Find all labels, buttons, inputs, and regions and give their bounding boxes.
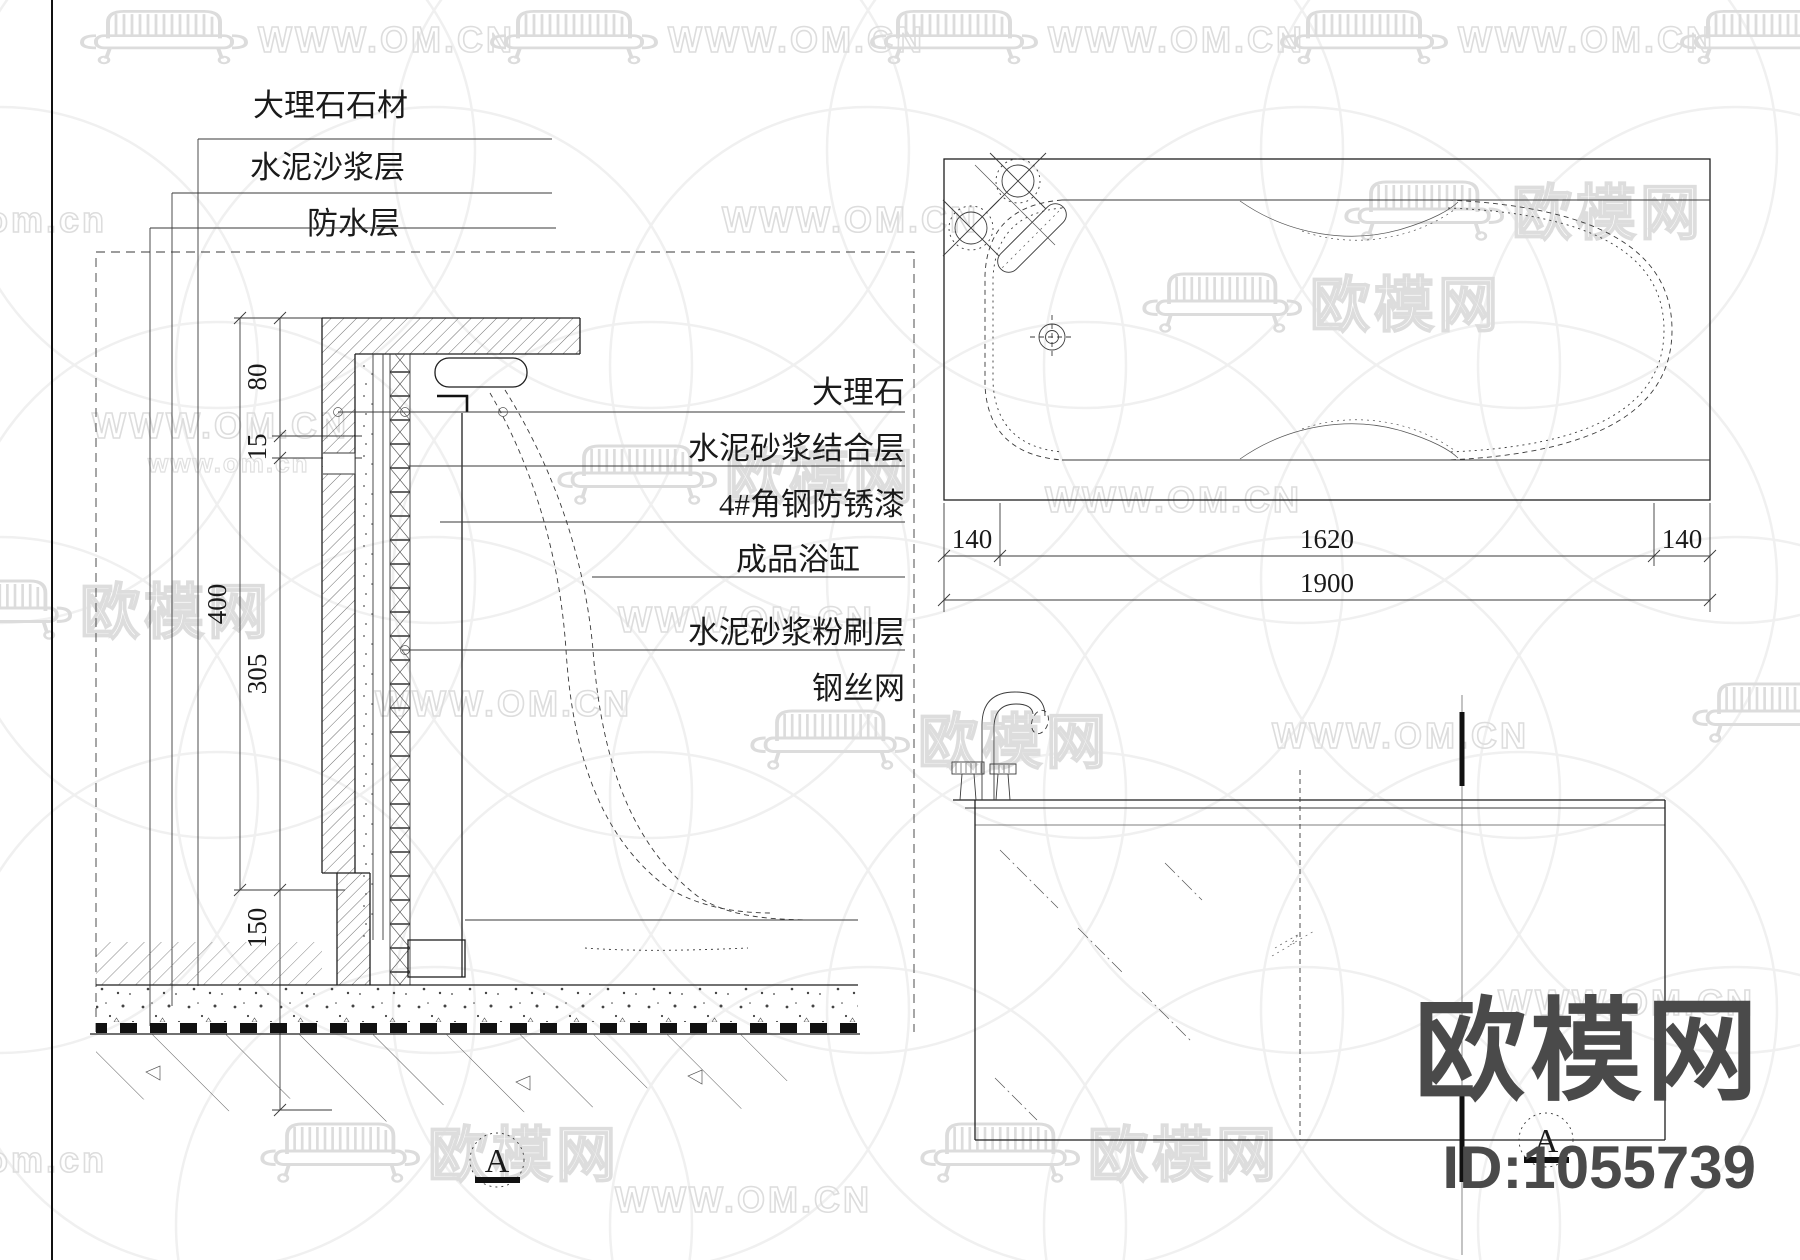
watermark-item: 欧模网 <box>557 443 917 512</box>
label-finished-bathtub: 成品浴缸 <box>736 542 860 577</box>
watermark-item: 欧模网 <box>1142 271 1502 340</box>
sofa-icon <box>80 9 248 66</box>
dim-80: 80 <box>242 364 272 391</box>
detail-boundary <box>95 251 915 1032</box>
svg-text:欧模网: 欧模网 <box>918 709 1110 776</box>
site-branding: 欧模网 ID:1055739 <box>1414 989 1762 1201</box>
svg-text:WWW.OM.CN: WWW.OM.CN <box>375 683 632 724</box>
bathtub-plan-view: 140 1620 140 1900 <box>937 152 1717 612</box>
svg-text:www.om.cn: www.om.cn <box>147 448 310 478</box>
watermark-brand: 欧模网 <box>1512 180 1704 247</box>
sofa-icon <box>0 579 73 641</box>
plan-dim-140-left: 140 <box>952 524 993 554</box>
svg-text:欧模网: 欧模网 <box>428 1122 620 1189</box>
label-cement-mortar-layer: 水泥沙浆层 <box>250 150 405 185</box>
svg-text:WWW.OM.CN: WWW.OM.CN <box>668 19 925 60</box>
site-logo: 欧模网 <box>1414 989 1762 1114</box>
dim-150: 150 <box>242 908 272 949</box>
plan-drain <box>1030 315 1074 359</box>
svg-text:欧模网: 欧模网 <box>725 444 917 511</box>
watermark-item: 欧模网 <box>260 1121 620 1190</box>
sofa-icon <box>920 1122 1080 1184</box>
detail-mark-a-left: A <box>469 1132 525 1188</box>
plan-dimensions: 140 1620 140 1900 <box>937 503 1717 612</box>
label-waterproof-layer: 防水层 <box>307 206 400 241</box>
svg-text:WWW.OM.CN: WWW.OM.CN <box>722 199 979 240</box>
floor-section <box>90 942 860 1124</box>
svg-text:欧模网: 欧模网 <box>1310 272 1502 339</box>
watermark-item: WWW.OM.CN <box>870 9 1305 66</box>
dim-305: 305 <box>242 654 272 695</box>
svg-text:om.cn: om.cn <box>0 1139 107 1180</box>
watermark-item: WWW.OM.CN <box>490 9 925 66</box>
svg-text:WWW.OM.CN: WWW.OM.CN <box>618 599 875 640</box>
sofa-icon <box>1344 180 1504 242</box>
section-side-labels: 大理石 水泥砂浆结合层 4#角钢防锈漆 成品浴缸 水泥砂浆粉刷层 钢丝网 <box>333 375 905 706</box>
label-angle-steel-paint: 4#角钢防锈漆 <box>719 487 905 522</box>
sofa-icon <box>1280 9 1448 66</box>
watermark-url: WWW.OM.CN <box>258 19 515 60</box>
label-steel-wire-mesh: 钢丝网 <box>812 671 905 706</box>
wall-section <box>321 317 581 985</box>
svg-text:WWW.OM.CN: WWW.OM.CN <box>1458 19 1715 60</box>
sofa-icon <box>1142 272 1302 334</box>
watermark-url: om.cn <box>0 199 107 240</box>
label-cement-bonding-layer: 水泥砂浆结合层 <box>688 431 905 466</box>
svg-text:A: A <box>1534 1123 1559 1160</box>
watermark-item: 欧模网 <box>920 1121 1280 1190</box>
watermark-item: 欧模网 <box>1344 179 1704 248</box>
detail-mark-a-right: A <box>1518 1112 1574 1168</box>
svg-text:WWW.OM.CN: WWW.OM.CN <box>1048 19 1305 60</box>
label-cement-plaster-layer: 水泥砂浆粉刷层 <box>688 615 905 650</box>
plan-dim-140-right: 140 <box>1662 524 1703 554</box>
tub-rim-section <box>407 357 528 978</box>
sofa-icon <box>260 1122 421 1184</box>
svg-text:WWW.OM.CN: WWW.OM.CN <box>1272 715 1529 756</box>
sofa-icon <box>870 9 1038 66</box>
elevation-faucet <box>951 691 1049 801</box>
bathtub-elevation-view: A <box>951 691 1666 1255</box>
plan-faucet-fixtures <box>942 152 1067 273</box>
watermark-item: 欧模网 <box>750 708 1110 777</box>
design-id: ID:1055739 <box>1442 1134 1756 1201</box>
svg-text:A: A <box>485 1143 510 1180</box>
label-marble-stone: 大理石石材 <box>253 88 408 123</box>
dim-400: 400 <box>202 584 232 625</box>
svg-text:WWW.OM.CN: WWW.OM.CN <box>92 405 349 446</box>
watermark-item: WWW.OM.CN <box>1280 9 1715 66</box>
sofa-icon <box>1692 682 1800 744</box>
dimension-chain-left: 80 15 400 305 150 <box>202 311 362 1117</box>
svg-text:欧模网: 欧模网 <box>1088 1122 1280 1189</box>
sofa-icon <box>490 9 658 66</box>
label-marble: 大理石 <box>812 375 905 410</box>
plan-dim-1620: 1620 <box>1300 524 1354 554</box>
svg-text:WWW.OM.CN: WWW.OM.CN <box>1498 982 1755 1023</box>
plan-dim-1900: 1900 <box>1300 568 1354 598</box>
sofa-icon <box>750 709 910 771</box>
svg-text:欧模网: 欧模网 <box>80 579 272 646</box>
watermark-item: WWW.OM.CN <box>80 9 515 66</box>
section-detail-drawing: 大理石石材 水泥沙浆层 防水层 80 15 400 305 150 <box>90 88 915 1188</box>
bathtub-curve <box>465 389 859 951</box>
watermark-item: 欧模网 <box>0 578 272 647</box>
dim-15: 15 <box>242 434 272 461</box>
svg-text:WWW.OM.CN: WWW.OM.CN <box>615 1179 872 1220</box>
